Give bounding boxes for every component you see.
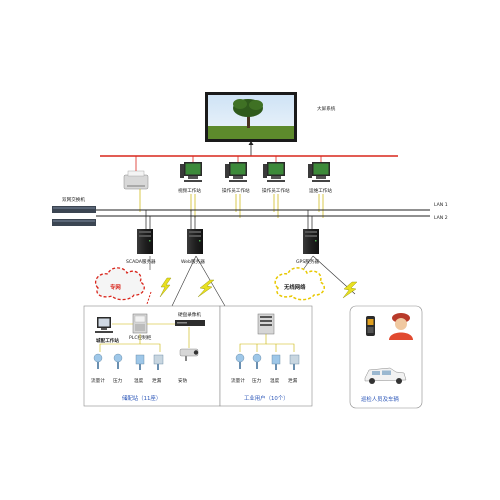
screen-link-arrow bbox=[248, 141, 254, 145]
station-workstation-label: 城配工作站 bbox=[96, 337, 119, 344]
vehicle-icon bbox=[364, 367, 407, 384]
workstation-1[interactable] bbox=[180, 156, 202, 182]
recorder-label: 硬盘录像机 bbox=[178, 311, 201, 318]
industrial-instrument-1-label: 流量计 bbox=[231, 377, 245, 384]
scada-server[interactable] bbox=[137, 210, 153, 254]
big-screen-label: 大屏系统 bbox=[317, 105, 336, 112]
big-screen bbox=[205, 92, 297, 142]
station-instrument-5-label: 安防 bbox=[178, 377, 188, 384]
station-instrument-3-label: 温度 bbox=[134, 377, 144, 384]
industrial-box-footer: 工业用户（10个） bbox=[244, 394, 289, 402]
industrial-instrument-1 bbox=[235, 353, 245, 369]
lan-2-label: LAN 2 bbox=[434, 215, 448, 221]
workstation-2[interactable] bbox=[225, 156, 247, 182]
lan-1-label: LAN 1 bbox=[434, 202, 448, 208]
station-instrument-4 bbox=[153, 354, 164, 370]
station-instrument-2-label: 压力 bbox=[113, 377, 123, 384]
patrol-box-footer: 巡检人员及车辆 bbox=[361, 395, 399, 403]
wireless-network-label: 无线网络 bbox=[284, 283, 306, 291]
industrial-instrument-3-label: 温度 bbox=[270, 377, 280, 384]
industrial-instrument-2 bbox=[252, 353, 262, 369]
gps-handset-icon bbox=[366, 316, 375, 336]
scada-server-label: SCADA服务器 bbox=[126, 258, 156, 265]
patrol-box bbox=[349, 305, 423, 409]
station-instrument-1-label: 流量计 bbox=[91, 377, 105, 384]
gps-server[interactable] bbox=[303, 210, 319, 254]
camera-icon bbox=[179, 348, 199, 361]
industrial-links bbox=[239, 334, 295, 352]
station-workstation[interactable] bbox=[95, 317, 113, 333]
lightning-icon-2 bbox=[197, 279, 215, 298]
web-server[interactable] bbox=[187, 210, 203, 254]
plc-cabinet[interactable] bbox=[132, 313, 148, 334]
workstation-1-label: 视频工作站 bbox=[178, 187, 201, 194]
workstation-4[interactable] bbox=[308, 156, 330, 182]
wireless-network-cloud bbox=[274, 267, 325, 301]
worker-icon bbox=[389, 313, 413, 340]
lightning-icon-3 bbox=[342, 281, 358, 299]
video-recorder[interactable] bbox=[175, 320, 205, 326]
workstation-2-label: 操作员工作站 bbox=[222, 187, 250, 194]
industrial-cabinet[interactable] bbox=[257, 313, 275, 335]
industrial-instrument-4-label: 泄漏 bbox=[288, 377, 298, 384]
lightning-icon-1 bbox=[159, 277, 172, 298]
workstation-connectors bbox=[190, 194, 324, 218]
industrial-instrument-4 bbox=[289, 354, 300, 370]
workstation-3-label: 操作员工作站 bbox=[262, 187, 290, 194]
private-network-cloud bbox=[94, 267, 145, 301]
station-instrument-4-label: 泄漏 bbox=[152, 377, 162, 384]
private-network-label: 专网 bbox=[110, 283, 121, 291]
printer[interactable] bbox=[123, 170, 149, 190]
workstation-3[interactable] bbox=[263, 156, 285, 182]
station-instrument-2 bbox=[113, 353, 123, 369]
station-box-footer: 储配站（11座） bbox=[122, 394, 161, 402]
industrial-instrument-3 bbox=[271, 354, 281, 370]
plc-cabinet-label: PLC控制柜 bbox=[129, 334, 152, 341]
gps-server-label: GPS服务器 bbox=[296, 258, 319, 265]
workstation-4-label: 运维工作站 bbox=[309, 187, 332, 194]
industrial-instrument-2-label: 压力 bbox=[252, 377, 262, 384]
switch-label: 双网交换机 bbox=[62, 196, 85, 203]
station-instrument-1 bbox=[93, 353, 103, 369]
red-dash-link bbox=[146, 291, 152, 305]
dual-switch[interactable] bbox=[52, 206, 96, 226]
station-links bbox=[99, 323, 190, 352]
station-instrument-3 bbox=[135, 354, 145, 370]
